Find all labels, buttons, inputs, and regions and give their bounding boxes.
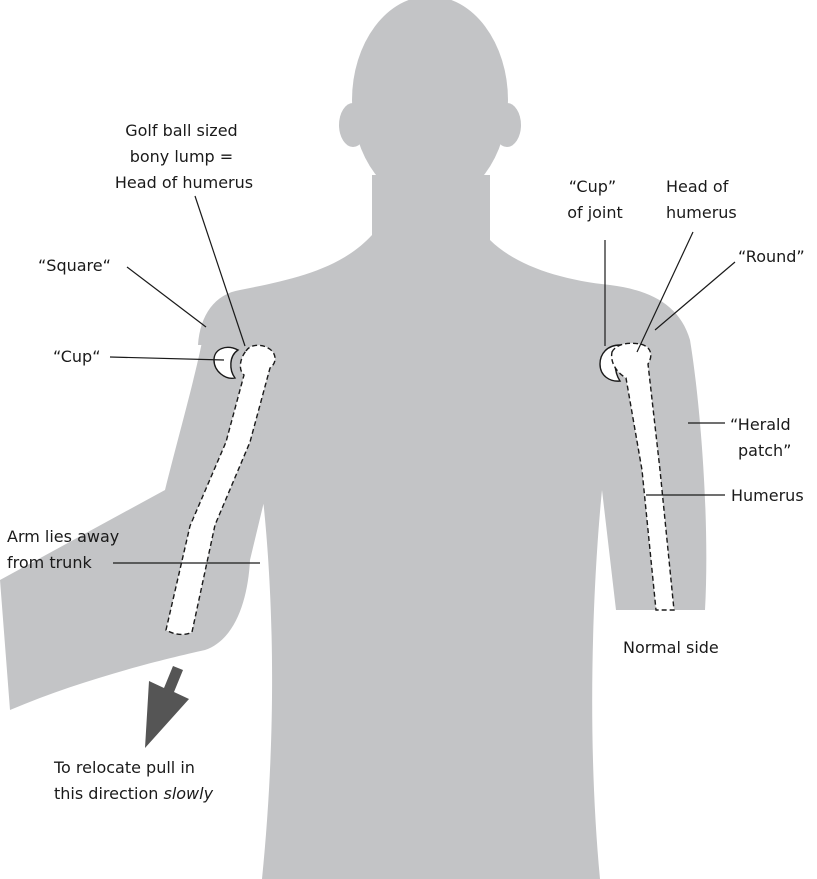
leader-square bbox=[127, 267, 206, 327]
label-round: “Round” bbox=[738, 247, 805, 266]
label-relocate: To relocate pull in this direction slowl… bbox=[53, 758, 214, 803]
dislocated-arm bbox=[0, 325, 268, 710]
pull-direction-arrow bbox=[145, 666, 189, 748]
left-ear bbox=[339, 103, 367, 147]
label-square: “Square“ bbox=[38, 256, 111, 275]
label-cup-left: “Cup“ bbox=[53, 347, 100, 366]
label-cup-of-joint: “Cup” of joint bbox=[567, 177, 623, 222]
label-herald-patch: “Herald patch” bbox=[730, 415, 796, 460]
leader-round bbox=[655, 262, 735, 330]
label-normal-side: Normal side bbox=[623, 638, 719, 657]
label-humerus: Humerus bbox=[731, 486, 804, 505]
right-ear bbox=[493, 103, 521, 147]
head bbox=[352, 0, 508, 204]
torso bbox=[198, 235, 706, 879]
label-golf-ball: Golf ball sized bony lump = Head of hume… bbox=[115, 121, 253, 192]
label-head-of-humerus: Head of humerus bbox=[666, 177, 737, 222]
body-silhouette bbox=[0, 0, 706, 879]
